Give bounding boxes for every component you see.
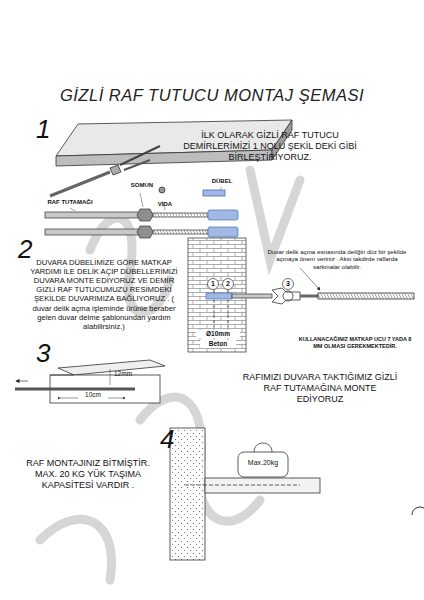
step-number: 1 [36,116,66,142]
part-name: VİDA [150,201,180,208]
diagram-title: GİZLİ RAF TUTUCU MONTAJ ŞEMASI [0,86,424,106]
dimension-label: 10cm [78,391,108,399]
shelf-section [15,360,165,403]
part-name: SOMUN [124,182,160,189]
step-number: 4 [160,426,190,452]
wall-and-shelf [170,428,320,560]
callout-number: 3 [283,280,293,288]
mounted-rod [206,293,272,299]
bracket-assembled [45,209,238,238]
bracket-exploded [50,160,225,196]
leader-lines [70,187,222,211]
instruction-text: RAF MONTAJINIZ BİTMİŞTİR. MAX. 20 KG YÜK… [18,458,158,490]
step-number: 3 [36,340,66,366]
part-name: DÜBEL [204,178,240,185]
page-mark [412,507,424,515]
note-text: KULLANACAĞINIZ MATKAP UCU 7 YADA 8 MM OL… [296,336,414,349]
callout-circle [223,279,234,290]
material-label: Beton [200,340,236,348]
part-name: RAF TUTAMAĞI [40,199,100,206]
callout-number: 2 [223,280,233,288]
dimension-label: Ø10mm [196,330,240,338]
callout-circle [283,279,294,290]
callout-number: 1 [208,280,218,288]
note-text: Duvar delik açma esnasında deliğin düz b… [262,248,412,270]
callout-circle [208,279,219,290]
dimension-label: 12mm [114,370,144,378]
wrench-and-drill [272,268,414,304]
instruction-text: RAFIMIZI DUVARA TAKTIĞIMIZ GİZLİ RAF TUT… [240,372,400,404]
load-label: Max.20kg [240,459,286,467]
instruction-text: DUVARA DÜBELİMİZE GÖRE MATKAP YARDIMI İL… [28,258,180,331]
instruction-text: İLK OLARAK GİZLİ RAF TUTUCU DEMİRLERİMİZ… [180,130,360,162]
